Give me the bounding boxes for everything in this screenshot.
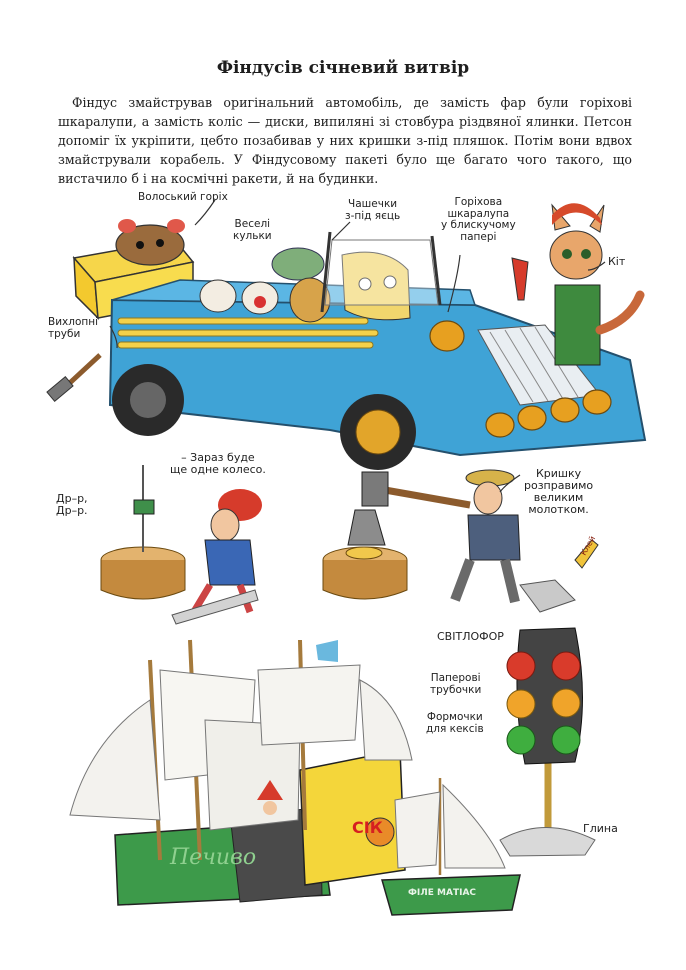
hammer-scene xyxy=(322,469,521,604)
pointer-arrows xyxy=(109,199,606,493)
toy-car xyxy=(46,219,647,470)
sardine-tin-label: ФІЛЕ МАТІАС xyxy=(408,888,477,898)
toy-ship xyxy=(69,639,413,906)
cookie-box-label: Печиво xyxy=(170,845,257,870)
label-walnut: Волоський горіх xyxy=(138,191,228,203)
traffic-light xyxy=(499,539,599,857)
sardine-boat xyxy=(381,778,521,916)
drilling-scene xyxy=(100,465,262,625)
label-cat: Кіт xyxy=(608,255,626,268)
cat-findus xyxy=(511,203,645,366)
page-title: Фіндусів січневий витвір xyxy=(216,58,470,78)
label-traffic-light: СВІТЛОФОР xyxy=(437,630,504,643)
label-drill-sound: Др–р,Др–р. xyxy=(56,492,88,517)
juice-box-label: СІК xyxy=(352,818,383,837)
label-clay: Глина xyxy=(583,822,618,835)
story-paragraph: Фіндус змайстрував оригінальний автомобі… xyxy=(58,95,632,186)
